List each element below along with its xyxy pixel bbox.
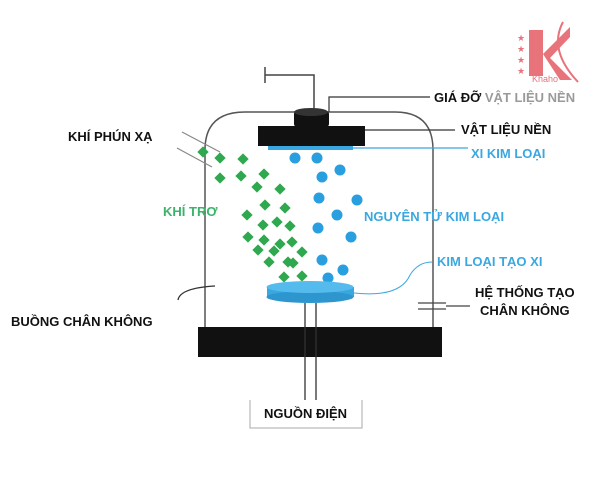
inert-gas-particle — [259, 199, 271, 211]
svg-text:★: ★ — [517, 33, 525, 43]
khaho-logo: ★★★★ — [517, 21, 579, 83]
holder-prefix: GIÁ ĐỠ — [434, 90, 482, 105]
inert-gas-particle — [214, 172, 226, 184]
metal-atom — [345, 231, 357, 243]
inert-gas-particle — [286, 236, 298, 248]
label-substrate: VẬT LIỆU NỀN — [461, 122, 552, 137]
inert-gas-particle — [278, 271, 290, 283]
inert-gas-particle — [252, 244, 264, 256]
inert-gas-particle — [197, 146, 209, 158]
metal-atom — [331, 209, 343, 221]
inert-gas-particle — [214, 152, 226, 164]
label-target-metal: KIM LOẠI TẠO XI — [437, 254, 543, 269]
inert-gas-particle — [296, 270, 308, 282]
inert-gas-particle — [274, 238, 286, 250]
svg-text:★: ★ — [517, 55, 525, 65]
inert-gas-particle — [258, 234, 270, 246]
metal-film — [268, 146, 353, 150]
holder-suffix: VẬT LIỆU NỀN — [484, 90, 576, 105]
metal-atom — [289, 152, 301, 164]
inert-gas-particle — [235, 170, 247, 182]
label-inert-gas: KHÍ TRƠ — [163, 204, 218, 219]
svg-text:★: ★ — [517, 44, 525, 54]
label-vacuum-chamber: BUỒNG CHÂN KHÔNG — [11, 314, 153, 329]
inert-gas-particle — [263, 256, 275, 268]
metal-atom — [311, 152, 323, 164]
substrate-holder — [258, 126, 365, 146]
inert-gas-particle — [258, 168, 270, 180]
label-metal-atoms: NGUYÊN TỬ KIM LOẠI — [364, 209, 505, 224]
inert-gas-particle — [257, 219, 269, 231]
vacuum-pump-icon — [418, 302, 470, 310]
label-substrate-holder: GIÁ ĐỠ VẬT LIỆU NỀN — [434, 90, 575, 105]
label-sputter-gas: KHÍ PHÚN XẠ — [68, 129, 153, 144]
label-deposited-film: XI KIM LOẠI — [471, 146, 546, 161]
metal-atom — [312, 222, 324, 234]
inert-gas-particle — [242, 231, 254, 243]
label-vacuum-system: HỆ THỐNG TẠO CHÂN KHÔNG — [475, 284, 575, 320]
inert-gas-particle — [296, 246, 308, 258]
metal-target — [266, 281, 354, 303]
chamber-base — [198, 327, 442, 357]
inert-gas-particle — [279, 202, 291, 214]
vacuum-system-line1: HỆ THỐNG TẠO — [475, 285, 575, 300]
metal-atom — [322, 272, 334, 284]
inert-gas-particle — [287, 257, 299, 269]
metal-atom — [351, 194, 363, 206]
metal-atom — [316, 171, 328, 183]
metal-atom — [334, 164, 346, 176]
inert-gas-particle — [268, 245, 280, 257]
inert-gas-particle — [251, 181, 263, 193]
metal-atom — [337, 264, 349, 276]
logo-text: Khaho — [532, 74, 559, 84]
inert-gas-particle — [241, 209, 253, 221]
label-power-source: NGUỒN ĐIỆN — [264, 406, 348, 421]
inert-gas-particle — [237, 153, 249, 165]
svg-text:★: ★ — [517, 66, 525, 76]
inert-gas-particle — [284, 220, 296, 232]
metal-atom — [313, 192, 325, 204]
metal-atom — [316, 254, 328, 266]
inert-gas-particle — [274, 183, 286, 195]
inert-gas-particle — [271, 216, 283, 228]
vacuum-system-line2: CHÂN KHÔNG — [480, 303, 570, 318]
ground-icon — [264, 67, 315, 112]
